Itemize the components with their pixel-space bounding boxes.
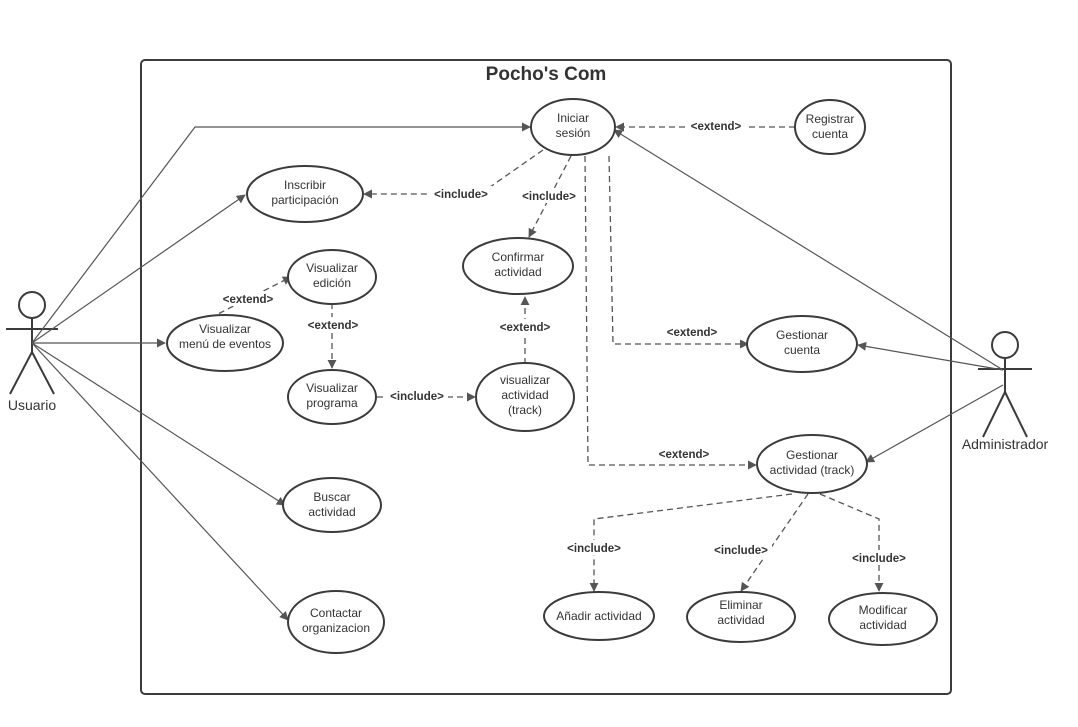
- include-label-anadir: <include>: [567, 543, 621, 555]
- actor-administrador-label: Administrador: [962, 436, 1049, 452]
- svg-text:cuenta: cuenta: [812, 127, 848, 141]
- svg-text:Visualizar: Visualizar: [199, 322, 251, 336]
- svg-text:Contactar: Contactar: [310, 606, 362, 620]
- svg-text:Inscribir: Inscribir: [284, 178, 326, 192]
- include-label-modificar: <include>: [852, 553, 906, 565]
- svg-text:programa: programa: [306, 396, 358, 410]
- stereotype-labels: <extend> <include> <include> <extend> <e…: [218, 118, 910, 565]
- use-case-visualizar-programa[interactable]: Visualizar programa: [287, 369, 377, 425]
- svg-text:participación: participación: [271, 193, 338, 207]
- extend-label-confirmar: <extend>: [500, 322, 551, 334]
- use-case-gestionar-actividad[interactable]: Gestionar actividad (track): [756, 434, 868, 494]
- use-case-eliminar-actividad[interactable]: Eliminar actividad: [686, 591, 796, 643]
- use-case-gestionar-cuenta[interactable]: Gestionar cuenta: [746, 315, 858, 373]
- usuario-associations: [31, 122, 531, 621]
- use-case-anadir-actividad[interactable]: Añadir actividad: [543, 591, 655, 641]
- svg-text:edición: edición: [313, 276, 351, 290]
- svg-text:cuenta: cuenta: [784, 343, 820, 357]
- use-case-buscar-actividad[interactable]: Buscar actividad: [282, 477, 382, 533]
- svg-text:Añadir actividad: Añadir actividad: [556, 609, 641, 623]
- use-case-inscribir-participacion[interactable]: Inscribir participación: [246, 165, 364, 223]
- include-label-programa: <include>: [390, 391, 444, 403]
- administrador-associations: [613, 129, 1004, 463]
- svg-text:visualizar: visualizar: [500, 373, 550, 387]
- svg-text:actividad: actividad: [717, 613, 764, 627]
- svg-text:Modificar: Modificar: [859, 603, 908, 617]
- use-case-modificar-actividad[interactable]: Modificar actividad: [828, 592, 938, 646]
- extend-label-gestionar-actividad: <extend>: [659, 449, 710, 461]
- extend-label-registrar: <extend>: [691, 121, 742, 133]
- use-case-registrar-cuenta[interactable]: Registrar cuenta: [794, 99, 866, 155]
- actor-administrador[interactable]: Administrador: [962, 331, 1049, 452]
- svg-text:actividad: actividad: [494, 265, 541, 279]
- extend-label-menu: <extend>: [223, 294, 274, 306]
- svg-text:Gestionar: Gestionar: [786, 448, 838, 462]
- svg-text:actividad: actividad: [501, 388, 548, 402]
- include-label-inscribir: <include>: [434, 189, 488, 201]
- svg-text:Visualizar: Visualizar: [306, 381, 358, 395]
- extend-label-edicion: <extend>: [308, 320, 359, 332]
- svg-text:(track): (track): [508, 403, 542, 417]
- actor-usuario-label: Usuario: [8, 397, 56, 413]
- system-title: Pocho's Com: [486, 64, 607, 85]
- svg-text:Gestionar: Gestionar: [776, 328, 828, 342]
- include-label-confirmar: <include>: [522, 191, 576, 203]
- svg-text:Confirmar: Confirmar: [492, 250, 545, 264]
- use-case-confirmar-actividad[interactable]: Confirmar actividad: [462, 237, 574, 295]
- actor-usuario[interactable]: Usuario: [6, 291, 58, 413]
- svg-text:organizacion: organizacion: [302, 621, 370, 635]
- use-case-contactar-organizacion[interactable]: Contactar organizacion: [287, 590, 385, 654]
- svg-text:Iniciar: Iniciar: [557, 111, 589, 125]
- svg-text:actividad (track): actividad (track): [770, 463, 855, 477]
- extend-label-gestionar-cuenta: <extend>: [667, 327, 718, 339]
- svg-text:Registrar: Registrar: [806, 112, 855, 126]
- svg-text:actividad: actividad: [308, 505, 355, 519]
- include-label-eliminar: <include>: [714, 545, 768, 557]
- use-case-visualizar-menu[interactable]: Visualizar menú de eventos: [166, 314, 284, 372]
- use-case-iniciar-sesion[interactable]: Iniciar sesión: [530, 98, 616, 156]
- use-case-visualizar-edicion[interactable]: Visualizar edición: [287, 249, 377, 305]
- svg-text:Eliminar: Eliminar: [719, 598, 762, 612]
- svg-text:menú de eventos: menú de eventos: [179, 337, 271, 351]
- svg-text:actividad: actividad: [859, 618, 906, 632]
- svg-text:Buscar: Buscar: [313, 490, 350, 504]
- svg-text:sesión: sesión: [556, 126, 591, 140]
- use-case-visualizar-actividad[interactable]: visualizar actividad (track): [475, 362, 575, 432]
- svg-text:Visualizar: Visualizar: [306, 261, 358, 275]
